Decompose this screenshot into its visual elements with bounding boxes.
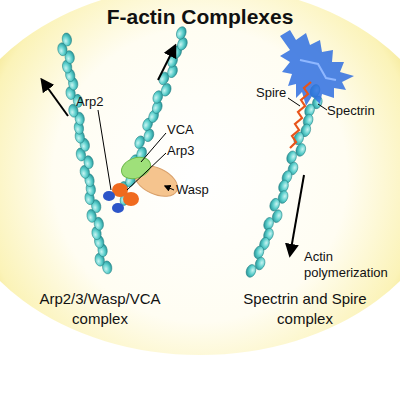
- polymerization-arrow: [290, 175, 304, 255]
- actin-bead: [61, 32, 72, 46]
- title: F-actin Complexes: [0, 4, 400, 29]
- complex-caption: Spectrin and Spire complex: [230, 289, 380, 329]
- leader-line: [288, 98, 300, 106]
- part-label: Spectrin: [327, 103, 375, 119]
- leader-line: [318, 104, 327, 110]
- leader-arrow: [165, 186, 174, 190]
- part-label: Spire: [256, 85, 286, 101]
- spectrin-structure: [280, 30, 354, 106]
- arp3-shape: [123, 192, 139, 206]
- arp2-shape: [112, 203, 124, 213]
- part-label: Arp2: [76, 94, 103, 110]
- vca-shape: [118, 153, 153, 182]
- arp2-shape: [103, 191, 115, 201]
- leader-line: [98, 110, 111, 190]
- actin-bead: [244, 263, 257, 278]
- growth-arrow: [42, 80, 68, 116]
- spire-strand: [290, 82, 311, 148]
- leader-line: [141, 133, 166, 162]
- part-label: VCA: [167, 122, 194, 138]
- cell-background: [0, 0, 400, 355]
- actin-filaments: [57, 25, 324, 278]
- process-label: Actin polymerization: [304, 249, 394, 280]
- growth-arrow: [158, 46, 175, 80]
- complex-caption: Arp2/3/Wasp/VCA complex: [25, 289, 175, 329]
- leader-line: [127, 153, 166, 190]
- part-label: Wasp: [176, 182, 209, 198]
- part-label: Arp3: [167, 143, 194, 159]
- spectrin-highlight: [300, 60, 336, 80]
